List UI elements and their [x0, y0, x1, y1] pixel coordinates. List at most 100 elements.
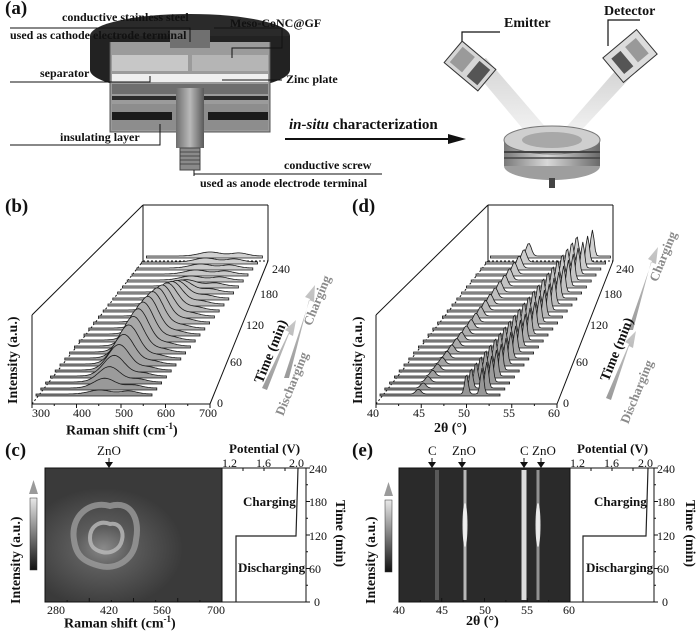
callout-zinc: Zinc plate	[286, 72, 338, 86]
panel-d-waterfall	[379, 229, 611, 397]
panel-c-time-tick: 120	[309, 529, 327, 543]
waterfall-ridge	[437, 295, 558, 325]
panel-c-xtick: 560	[153, 603, 171, 617]
waterfall-ridge	[45, 366, 162, 385]
panel-d-xtick: 60	[548, 406, 560, 420]
panel-e-charging: Charging	[594, 494, 647, 509]
panel-c-zno-marker: ZnO	[97, 443, 121, 458]
panel-e-potential-label: Potential (V)	[577, 441, 649, 456]
panel-b-label: (b)	[5, 196, 29, 217]
panel-b-time-tick: 120	[246, 318, 264, 332]
panel-e-marker: ZnO	[532, 443, 556, 458]
panel-e-xtick: 50	[479, 603, 491, 617]
waterfall-ridge	[490, 229, 611, 259]
panel-e-marker: C	[428, 443, 437, 458]
panel-b-xtick: 700	[199, 406, 217, 420]
waterfall-ridge	[418, 319, 539, 349]
panel-e-time-tick: 60	[657, 562, 669, 576]
waterfall-ridge	[403, 337, 525, 367]
panel-d-xtick: 50	[458, 406, 470, 420]
panel-d-xtick: 55	[503, 406, 515, 420]
panel-b-xtick: 300	[32, 406, 50, 420]
diffraction-streak	[521, 470, 527, 600]
panel-d-xlabel: 2θ (°)	[434, 421, 467, 436]
panel-c-potential-tick: 2.0	[289, 456, 304, 470]
panel-d-time-tick: 120	[590, 318, 608, 332]
waterfall-ridge	[485, 235, 606, 265]
panel-c-time-tick: 240	[309, 462, 327, 476]
panel-c-xtick: 280	[47, 603, 65, 617]
panel-c-xtick: 420	[100, 603, 118, 617]
panel-e-marker-arrows	[428, 458, 545, 468]
panel-e-potential-tick: 1.2	[570, 456, 585, 470]
panel-c-time-label: Time (min)	[332, 500, 347, 568]
callout-screw-1: conductive screw	[284, 158, 372, 172]
waterfall-ridge	[446, 283, 568, 313]
panel-b-xtick: 400	[73, 406, 91, 420]
detector-label: Detector	[604, 4, 656, 19]
callout-separator: separator	[40, 66, 90, 80]
panel-b-time-tick: 240	[272, 262, 290, 276]
panel-e-xlabel: 2θ (°)	[466, 614, 499, 629]
panel-d-time-tick: 180	[604, 287, 622, 301]
panel-c-potential-label: Potential (V)	[229, 441, 301, 456]
panel-e-xtick: 55	[521, 603, 533, 617]
panel-c-potential-tick: 1.2	[222, 456, 237, 470]
waterfall-ridge	[398, 343, 520, 373]
waterfall-ridge	[379, 367, 501, 397]
panel-a-label: (a)	[5, 0, 28, 19]
panel-d-time-tick: 60	[576, 355, 588, 369]
waterfall-ridge	[413, 325, 534, 355]
waterfall-ridge	[461, 265, 582, 295]
waterfall-ridge	[480, 241, 602, 271]
panel-e-ticks	[398, 467, 658, 603]
panel-c-potential-plot	[221, 467, 307, 603]
panel-c-colorbar	[29, 480, 38, 571]
waterfall-ridge	[40, 377, 158, 391]
panel-c-ticks	[44, 467, 310, 603]
panel-b-ylabel: Intensity (a.u.)	[6, 316, 21, 404]
waterfall-ridge	[451, 277, 573, 307]
panel-e-time-tick: 0	[662, 595, 668, 609]
panel-e-potential-plot	[569, 467, 655, 603]
panel-e-potential-tick: 1.6	[604, 456, 619, 470]
panel-e-time-tick: 240	[657, 462, 675, 476]
diffraction-streak	[435, 470, 439, 600]
panel-e-ylabel: Intensity (a.u.)	[364, 516, 379, 604]
panel-d-xtick: 45	[413, 406, 425, 420]
panel-c-charging: Charging	[243, 494, 296, 509]
waterfall-ridge	[126, 275, 244, 283]
panel-e-xtick: 45	[436, 603, 448, 617]
panel-b-xtick: 600	[157, 406, 175, 420]
callout-meso: Meso-CoNC@GF	[230, 16, 322, 30]
callout-lines	[10, 27, 382, 176]
panel-b-ticks	[31, 404, 211, 408]
callout-screw-2: used as anode electrode terminal	[200, 176, 368, 190]
waterfall-ridge	[442, 289, 563, 319]
panel-b-waterfall	[35, 251, 263, 397]
panel-c-potential-tick: 1.6	[256, 456, 271, 470]
waterfall-ridge	[136, 263, 254, 271]
panel-c-discharging: Discharging	[238, 560, 306, 575]
panel-d-label: (d)	[352, 196, 376, 217]
panel-e-label: (e)	[352, 440, 374, 461]
callout-insulating: insulating layer	[60, 130, 140, 144]
panel-d-ylabel: Intensity (a.u.)	[351, 316, 366, 404]
panel-c-heatmap	[44, 467, 223, 603]
waterfall-ridge	[456, 271, 578, 301]
coin-cell-illustration	[90, 14, 290, 171]
panel-b-xtick: 500	[115, 406, 133, 420]
waterfall-ridge	[35, 389, 153, 397]
callout-steel-1: conductive stainless steel	[62, 10, 189, 24]
panel-d-xtick: 40	[367, 406, 379, 420]
waterfall-ridge	[475, 247, 597, 277]
panel-e-discharging: Discharging	[586, 560, 654, 575]
panel-e-xtick: 60	[563, 603, 575, 617]
state-arrows-b-d	[262, 247, 658, 400]
panel-e-time-label: Time (min)	[682, 500, 697, 568]
panel-d-time-tick: 0	[563, 396, 569, 410]
panel-c-time-tick: 180	[309, 495, 327, 509]
callout-steel-2: used as cathode electrode terminal	[10, 28, 187, 42]
panel-c-time-tick: 60	[309, 562, 321, 576]
